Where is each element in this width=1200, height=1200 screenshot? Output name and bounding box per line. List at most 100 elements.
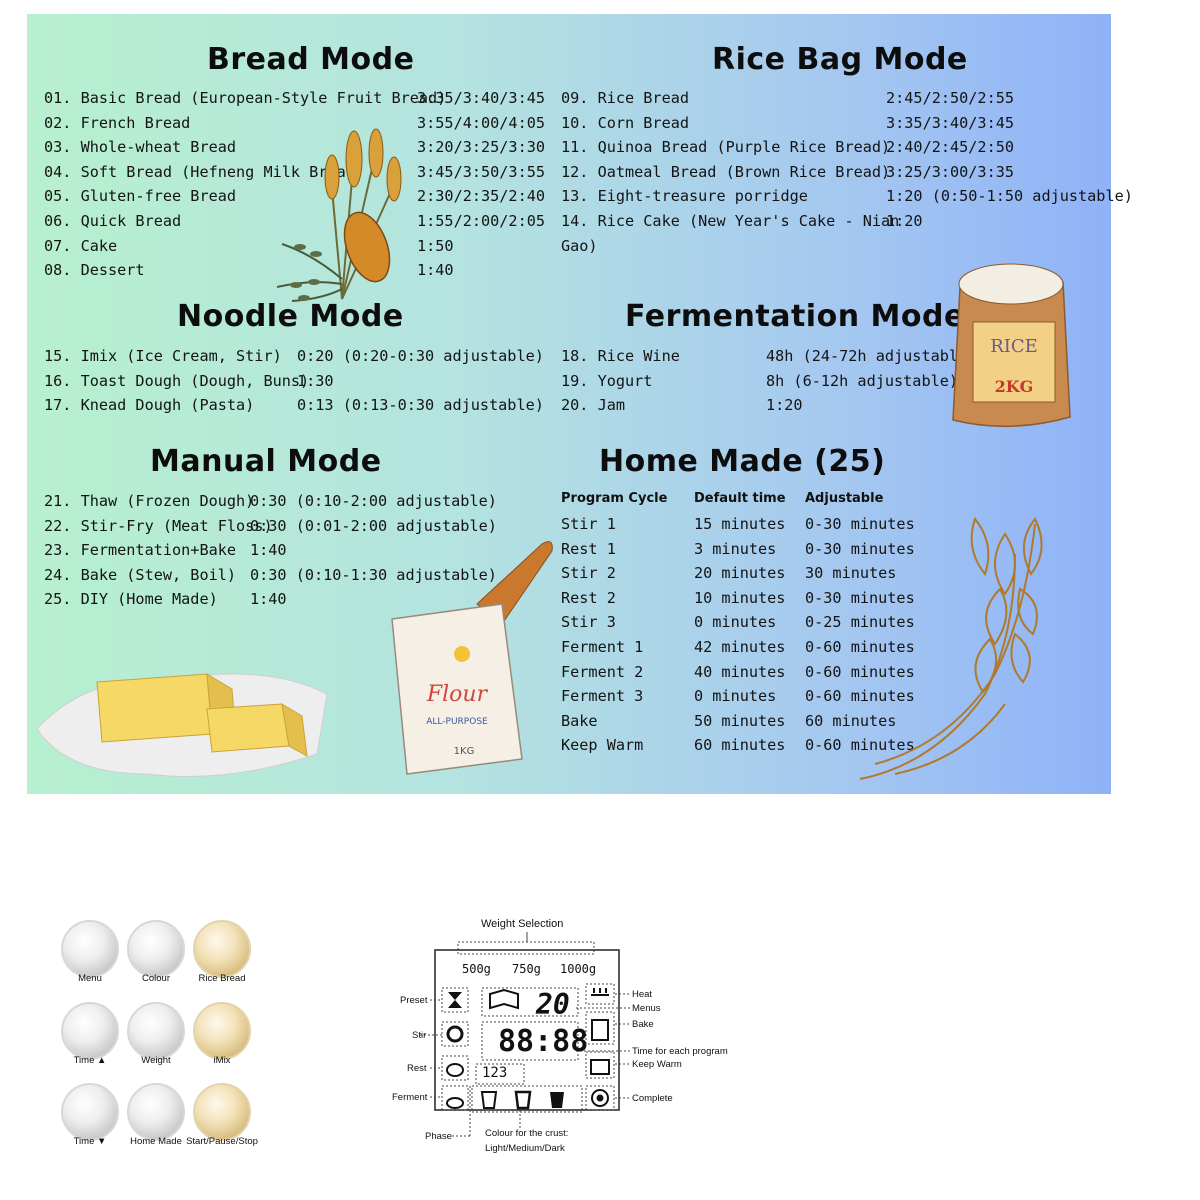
manual-program-time: 0:30 (0:10-1:30 adjustable) [250, 565, 497, 584]
home-default-cell: 20 minutes [694, 564, 786, 583]
lcd-diagram: Weight Selection [390, 910, 750, 1160]
complete-icon [591, 1089, 609, 1107]
home-cycle-cell: Stir 1 [561, 515, 616, 533]
home-default-cell: 42 minutes [694, 638, 786, 656]
label-time-each-program: Time for each program [632, 1046, 728, 1057]
home-default-cell: 60 minutes [694, 736, 786, 755]
control-button-home-made[interactable] [127, 1083, 185, 1141]
control-button-label: Menu [78, 973, 102, 984]
home-header-cycle: Program Cycle [561, 491, 668, 506]
flour-bag-subtitle: ALL-PURPOSE [426, 717, 488, 727]
home-cycle-cell: Bake [561, 711, 598, 730]
bread-program-name: 06. Quick Bread [44, 212, 182, 230]
rice-program-time: 2:40/2:45/2:50 [886, 138, 1015, 157]
home-adjustable-cell: 30 minutes [805, 564, 897, 583]
keep-warm-icon [590, 1059, 610, 1075]
stir-icon [446, 1025, 464, 1043]
home-default-cell: 0 minutes [694, 613, 777, 632]
rice-program-time: 3:25/3:00/3:35 [886, 162, 1015, 181]
bread-program-time: 3:55/4:00/4:05 [417, 113, 546, 132]
crust-dark-icon [550, 1092, 564, 1108]
rice-bag-mode-title: Rice Bag Mode [712, 42, 968, 77]
program-chart-panel: Bread Mode 01. Basic Bread (European-Sty… [27, 14, 1133, 794]
manual-program-name: 23. Fermentation+Bake [44, 541, 237, 560]
home-cycle-cell: Rest 2 [561, 588, 616, 607]
crust-colour-label: Colour for the crust: [485, 1128, 569, 1139]
control-button-menu[interactable] [61, 920, 119, 978]
bread-mode-title: Bread Mode [207, 42, 415, 77]
bread-program-time: 3:20/3:25/3:30 [417, 138, 546, 157]
home-cycle-cell: Rest 1 [561, 539, 616, 558]
bread-program-time: 1:50 [417, 236, 454, 255]
rice-program-name: 11. Quinoa Bread (Purple Rice Bread) [561, 138, 891, 157]
noodle-program-time: 0:20 (0:20-0:30 adjustable) [297, 347, 544, 365]
home-cycle-cell: Ferment 2 [561, 662, 644, 681]
control-button-colour[interactable] [127, 920, 185, 978]
control-button-time[interactable] [61, 1083, 119, 1141]
noodle-program-time: 0:13 (0:13-0:30 adjustable) [297, 396, 544, 415]
noodle-program-name: 17. Knead Dough (Pasta) [44, 396, 255, 415]
ferment-program-name: 18. Rice Wine [561, 347, 680, 365]
preset-hourglass-icon [448, 992, 462, 1000]
rest-icon [446, 1063, 464, 1077]
home-header-adjustable: Adjustable [805, 491, 884, 506]
control-button-label: Home Made [130, 1136, 182, 1147]
label-complete: Complete [632, 1093, 673, 1104]
ferment-program-time: 1:20 [766, 396, 803, 415]
crust-light-icon [480, 1091, 498, 1109]
control-button-rice-bread[interactable] [193, 920, 251, 978]
control-button-label: Start/Pause/Stop [186, 1136, 258, 1147]
home-adjustable-cell: 0-30 minutes [805, 539, 915, 558]
control-button-time[interactable] [61, 1002, 119, 1060]
rice-program-name: 12. Oatmeal Bread (Brown Rice Bread) [561, 162, 891, 181]
bread-program-name: 02. French Bread [44, 113, 191, 132]
crust-medium-icon [514, 1090, 532, 1110]
rice-program-time: 1:20 (0:50-1:50 adjustable) [886, 187, 1133, 206]
home-adjustable-cell: 0-60 minutes [805, 736, 915, 755]
noodle-program-name: 15. Imix (Ice Cream, Stir) [44, 347, 282, 365]
control-button-start-pause-stop[interactable] [193, 1083, 251, 1141]
control-button-imix[interactable] [193, 1002, 251, 1060]
ferment-program-name: 19. Yogurt [561, 371, 653, 390]
rice-program-name: 13. Eight-treasure porridge [561, 187, 808, 206]
label-ferment: Ferment [392, 1092, 428, 1103]
wheat-outline-icon [859, 516, 1043, 780]
lcd-phase-digits: 123 [482, 1065, 508, 1081]
manual-program-time: 0:30 (0:10-2:00 adjustable) [250, 492, 497, 510]
noodle-program-time: 1:30 [297, 371, 334, 390]
home-adjustable-cell: 0-60 minutes [805, 687, 915, 706]
fermentation-mode-title: Fermentation Mode [625, 299, 965, 334]
control-button-label: Colour [142, 973, 170, 984]
control-button-label: Weight [141, 1055, 171, 1066]
flour-bag-label: Flour [426, 682, 489, 707]
label-heat: Heat [632, 989, 653, 1000]
weight-selection-label: Weight Selection [481, 918, 564, 930]
bread-program-name: 05. Gluten-free Bread [44, 187, 237, 206]
label-bake: Bake [632, 1019, 654, 1030]
control-button-weight[interactable] [127, 1002, 185, 1060]
home-adjustable-cell: 0-25 minutes [805, 613, 915, 632]
manual-program-time: 1:40 [250, 541, 287, 560]
bread-program-time: 3:45/3:50/3:55 [417, 162, 546, 181]
home-cycle-cell: Keep Warm [561, 736, 644, 755]
bread-program-time: 2:30/2:35/2:40 [417, 187, 546, 206]
rice-program-name: 10. Corn Bread [561, 113, 690, 132]
label-phase: Phase [425, 1131, 452, 1142]
weight-option-750: 750g [512, 962, 541, 976]
flour-bag-weight: 1KG [454, 746, 475, 757]
label-stir: Stir [412, 1030, 427, 1041]
home-default-cell: 3 minutes [694, 539, 777, 558]
butter-illustration [36, 673, 328, 777]
home-header-default: Default time [694, 491, 786, 506]
ferment-icon [446, 1097, 464, 1109]
bread-program-name: 07. Cake [44, 236, 118, 255]
home-default-cell: 50 minutes [694, 711, 786, 730]
manual-program-name: 21. Thaw (Frozen Dough) [44, 492, 255, 510]
manual-mode-title: Manual Mode [150, 444, 382, 479]
weight-option-500: 500g [462, 962, 491, 976]
bread-program-name: 03. Whole-wheat Bread [44, 138, 237, 157]
rice-sack-label: RICE [990, 336, 1038, 357]
rice-sack-illustration: RICE 2KG [952, 263, 1071, 428]
home-cycle-cell: Stir 3 [561, 613, 616, 632]
crust-colour-options: Light/Medium/Dark [485, 1143, 565, 1154]
